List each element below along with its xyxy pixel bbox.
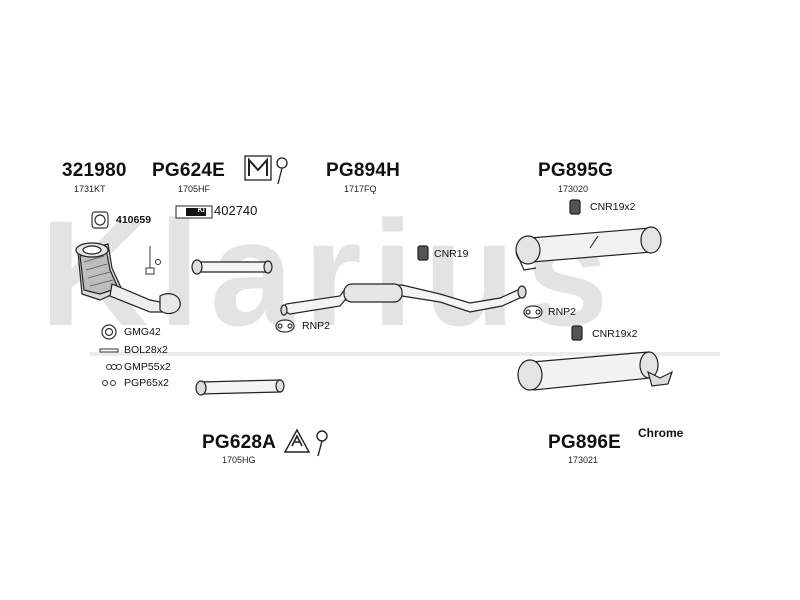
watermark: Klarius: [40, 189, 619, 357]
part-code-pg895g: PG895G: [538, 160, 614, 181]
rear-silencer-pg895g: [515, 226, 662, 271]
label-gmp55x2: GMP55x2: [124, 361, 171, 373]
part-code-pg896e: PG896E: [548, 432, 622, 453]
front-pipe-pg628a: [195, 379, 285, 396]
label-rnp2-right: RNP2: [548, 306, 577, 318]
bolt-icon: [99, 348, 119, 353]
part-code-321980: 321980: [62, 160, 127, 181]
watermark-band: [90, 352, 720, 356]
rubber-mount-icon: [569, 199, 581, 215]
rubber-mount-icon: [417, 245, 429, 261]
mechanic-wrench-icon: [244, 155, 288, 185]
assembly-wrench-icon: [283, 428, 328, 457]
centre-silencer-pg894h: [280, 283, 527, 316]
front-pipe-pg624e: [191, 259, 273, 275]
label-pgp65x2: PGP65x2: [124, 377, 169, 389]
finish-label: Chrome: [638, 426, 684, 440]
kit-number: 402740: [214, 203, 258, 218]
label-cnr19: CNR19: [434, 248, 469, 260]
rear-silencer-pg896e: [517, 351, 674, 391]
part-ref-1705hg: 1705HG: [222, 455, 256, 465]
label-bol28x2: BOL28x2: [124, 344, 168, 356]
pipe-clamp-icon: [523, 305, 543, 319]
gasket-ring-icon: [101, 324, 117, 340]
part-code-pg894h: PG894H: [326, 160, 401, 181]
label-cnr19x2-top: CNR19x2: [590, 201, 636, 213]
part-ref-173020: 173020: [558, 184, 589, 194]
rubber-mount-icon: [571, 325, 583, 341]
nut-icon: [102, 380, 116, 386]
part-code-pg628a: PG628A: [202, 432, 277, 453]
label-rnp2-left: RNP2: [302, 320, 331, 332]
label-cnr19x2-bottom: CNR19x2: [592, 328, 638, 340]
part-ref-1717fq: 1717FQ: [344, 184, 377, 194]
gasket-ring-icon: [91, 211, 109, 229]
pipe-clamp-icon: [275, 319, 295, 333]
kit-tag-label: KIT: [197, 207, 209, 214]
label-410659: 410659: [116, 214, 152, 226]
kit-tag-icon: [175, 205, 213, 219]
part-code-pg624e: PG624E: [152, 160, 226, 181]
lambda-sensor-icon: [145, 246, 161, 275]
part-ref-173021: 173021: [568, 455, 599, 465]
spring-icon: [106, 364, 122, 370]
label-gmg42: GMG42: [124, 326, 161, 338]
part-ref-1731kt: 1731KT: [74, 184, 106, 194]
part-ref-1705hf: 1705HF: [178, 184, 211, 194]
catalytic-converter: [75, 242, 181, 315]
